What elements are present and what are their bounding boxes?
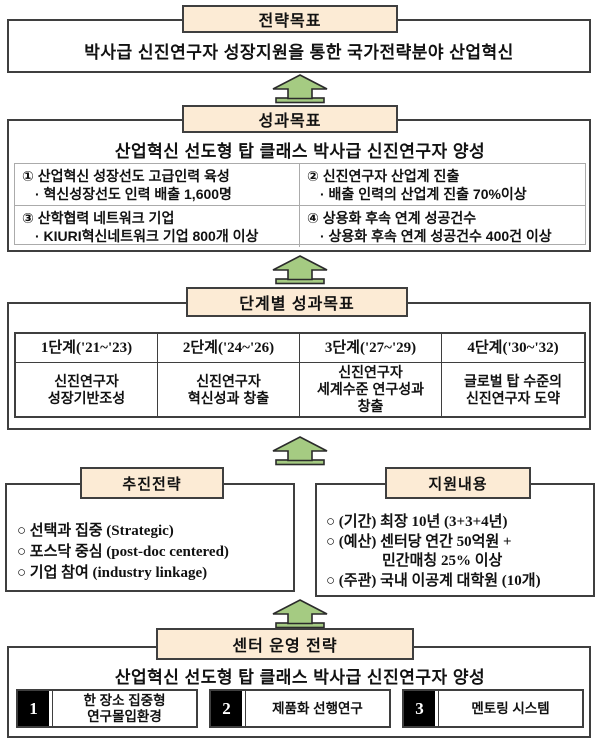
strategic-goal-statement: 박사급 신진연구자 성장지원을 통한 국가전략분야 산업혁신 xyxy=(84,43,514,62)
goal-item-label: ④ 상용화 후속 연계 성공건수 xyxy=(307,210,477,226)
item-number: 3 xyxy=(404,691,438,726)
goal-item-cell: ① 산업혁신 성장선도 고급인력 육성 · 혁신성장선도 인력 배출 1,600… xyxy=(15,164,300,206)
item-label: 멘토링 시스템 xyxy=(438,691,582,726)
stage-period-cell: 4단계('30~'32) xyxy=(442,334,584,363)
stage-period-cell: 2단계('24~'26) xyxy=(158,334,300,363)
support-box xyxy=(315,483,595,597)
stage-goal-cell: 신진연구자 혁신성과 창출 xyxy=(158,363,300,416)
stage-goal-cell: 신진연구자 성장기반조성 xyxy=(16,363,158,416)
goal-item-cell: ② 신진연구자 산업계 진출 · 배출 인력의 산업계 진출 70%이상 xyxy=(300,164,585,206)
up-arrow-icon xyxy=(272,74,328,104)
goal-item-cell: ③ 산학협력 네트워크 기업 · KIURI혁신네트워크 기업 800개 이상 xyxy=(15,206,300,247)
stage-goals-table: 1단계('21~'23) 2단계('24~'26) 3단계('27~'29) 4… xyxy=(14,332,586,418)
goal-item-detail: · 배출 인력의 산업계 진출 70%이상 xyxy=(320,186,527,202)
strategy-item: ○ 포스닥 중심 (post-doc centered) xyxy=(17,544,229,560)
goal-item-detail: · 혁신성장선도 인력 배출 1,600명 xyxy=(35,186,232,202)
up-arrow-icon xyxy=(272,599,328,629)
goal-item-cell: ④ 상용화 후속 연계 성공건수 · 상용화 후속 연계 성공건수 400건 이… xyxy=(300,206,585,247)
item-number: 1 xyxy=(18,691,52,726)
center-strategy-item: 1 한 장소 집중형 연구몰입환경 xyxy=(16,689,198,728)
push-strategy-list: ○ 선택과 집중 (Strategic) ○ 포스닥 중심 (post-doc … xyxy=(17,521,287,584)
item-number: 2 xyxy=(211,691,245,726)
center-strategy-title: 산업혁신 선도형 탑 클래스 박사급 신진연구자 양성 xyxy=(114,668,486,687)
goal-item-label: ① 산업혁신 성장선도 고급인력 육성 xyxy=(22,168,230,184)
goal-item-detail: · KIURI혁신네트워크 기업 800개 이상 xyxy=(35,228,259,244)
push-strategy-header: 추진전략 xyxy=(80,467,224,499)
performance-goal-table: ① 산업혁신 성장선도 고급인력 육성 · 혁신성장선도 인력 배출 1,600… xyxy=(14,163,586,247)
support-item: ○ (기간) 최장 10년 (3+3+4년) xyxy=(326,514,508,530)
support-header: 지원내용 xyxy=(385,467,531,499)
support-list: ○ (기간) 최장 10년 (3+3+4년) ○ (예산) 센터당 연간 50억… xyxy=(326,513,588,591)
strategy-item: ○ 선택과 집중 (Strategic) xyxy=(17,523,174,539)
support-item-continuation: 민간매칭 25% 이상 xyxy=(382,553,503,569)
goal-item-label: ② 신진연구자 산업계 진출 xyxy=(307,168,460,184)
support-item: ○ (예산) 센터당 연간 50억원 + xyxy=(326,533,512,550)
stage-goal-cell: 글로벌 탑 수준의 신진연구자 도약 xyxy=(464,372,562,406)
up-arrow-icon xyxy=(272,255,328,285)
support-item: ○ (주관) 국내 이공계 대학원 (10개) xyxy=(326,572,541,589)
up-arrow-icon xyxy=(272,436,328,466)
strategic-goal-header: 전략목표 xyxy=(182,5,398,33)
strategy-item: ○ 기업 참여 (industry linkage) xyxy=(17,565,208,581)
goal-item-label: ③ 산학협력 네트워크 기업 xyxy=(22,210,175,226)
center-strategy-item: 2 제품화 선행연구 xyxy=(209,689,391,728)
performance-goal-title: 산업혁신 선도형 탑 클래스 박사급 신진연구자 양성 xyxy=(114,142,486,161)
stage-period-cell: 1단계('21~'23) xyxy=(16,334,158,363)
item-label: 제품화 선행연구 xyxy=(245,691,389,726)
performance-goal-header: 성과목표 xyxy=(182,105,398,133)
stage-period-cell: 3단계('27~'29) xyxy=(300,334,442,363)
center-strategy-items: 1 한 장소 집중형 연구몰입환경 2 제품화 선행연구 3 멘토링 시스템 xyxy=(16,689,584,728)
stage-goal-cell: 신진연구자 세계수준 연구성과 창출 xyxy=(300,363,442,416)
goal-item-detail: · 상용화 후속 연계 성공건수 400건 이상 xyxy=(320,228,552,244)
center-strategy-header: 센터 운영 전략 xyxy=(156,628,414,660)
item-label: 한 장소 집중형 연구몰입환경 xyxy=(52,691,196,726)
center-strategy-item: 3 멘토링 시스템 xyxy=(402,689,584,728)
stage-goals-header: 단계별 성과목표 xyxy=(186,287,408,317)
